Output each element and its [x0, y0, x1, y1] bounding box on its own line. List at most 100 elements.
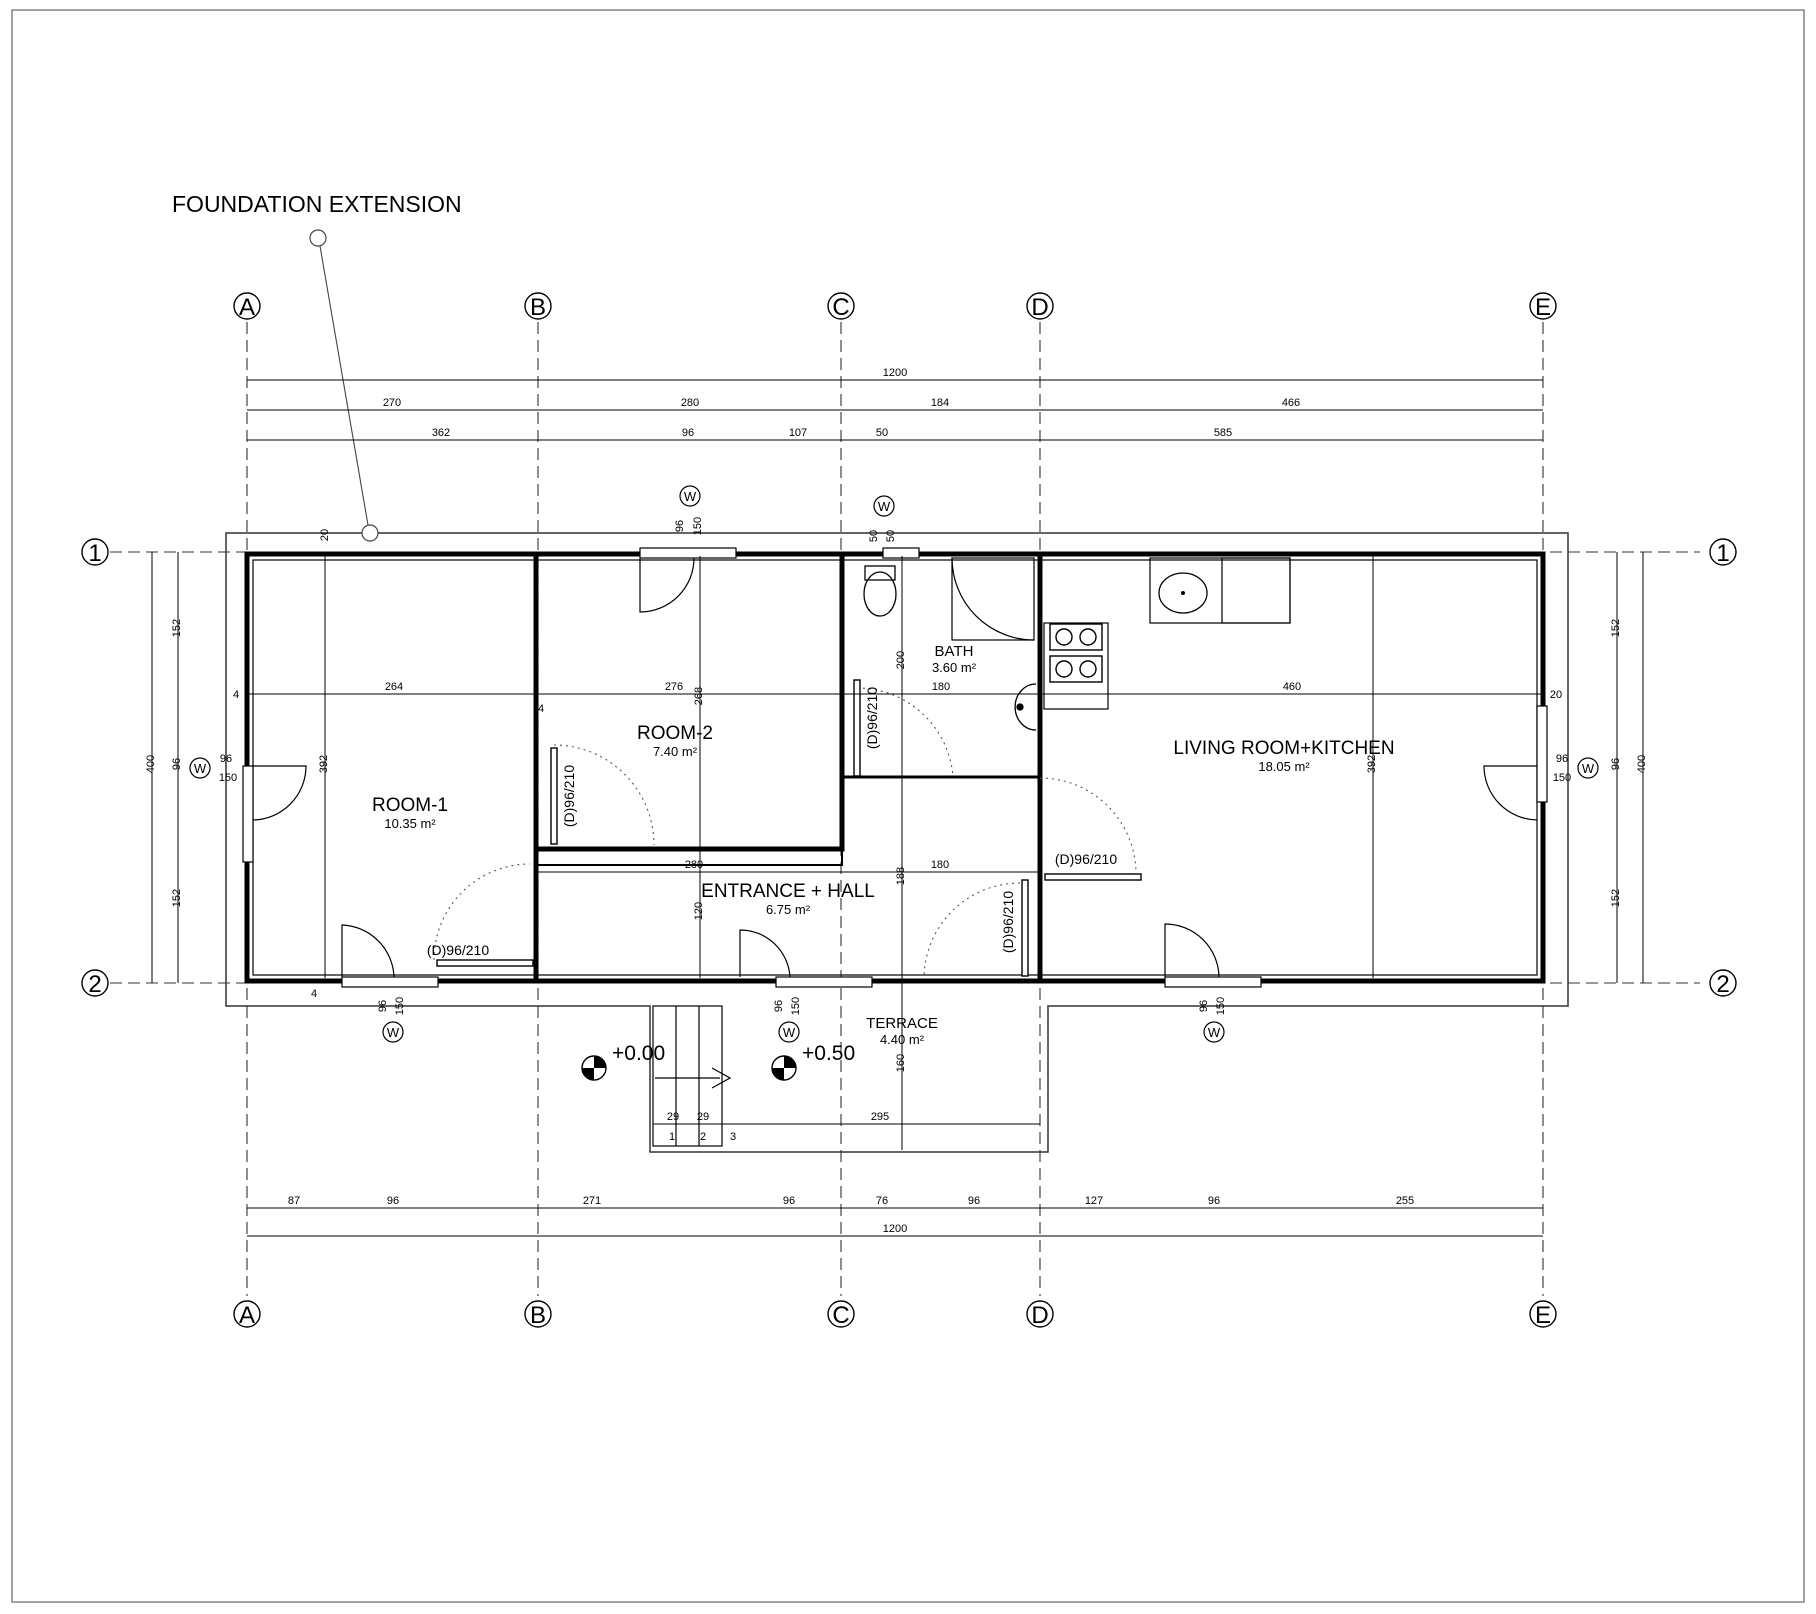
dim-right-total: 400 [1636, 755, 1648, 773]
dim-bottom-9: 255 [1396, 1195, 1414, 1207]
dim-top-detail-3: 107 [789, 427, 807, 439]
living-name: LIVING ROOM+KITCHEN [1173, 738, 1394, 759]
door-label-bath: (D)96/210 [864, 687, 880, 749]
svg-text:D: D [1031, 294, 1048, 321]
dim-top-axis-ab: 270 [383, 397, 401, 409]
svg-text:W: W [1582, 761, 1595, 776]
svg-text:96: 96 [773, 1000, 785, 1012]
svg-text:W: W [1208, 1025, 1221, 1040]
step-3: 3 [730, 1131, 736, 1143]
dim-right-part-1: 152 [1610, 619, 1622, 637]
door-swings [252, 557, 1538, 978]
foundation-leader-start [309, 229, 327, 247]
hall-area: 6.75 m² [766, 902, 811, 917]
window-tag-top: W 96 150 [674, 485, 704, 535]
svg-text:150: 150 [1215, 997, 1227, 1015]
axis-e-top-bubble: E [1529, 292, 1557, 321]
window-openings [242, 547, 1548, 988]
svg-text:96: 96 [674, 520, 686, 532]
door-label-hall: (D)96/210 [1000, 891, 1016, 953]
svg-text:B: B [530, 1302, 546, 1329]
svg-text:150: 150 [692, 517, 704, 535]
svg-text:50: 50 [885, 530, 897, 542]
dim-top-detail-2: 96 [682, 427, 694, 439]
side-dimension-lines [151, 552, 1644, 983]
dim-hall-height: 120 [693, 902, 705, 920]
svg-text:W: W [783, 1025, 796, 1040]
svg-text:A: A [239, 1302, 255, 1329]
axis-1-left-bubble: 1 [81, 538, 109, 567]
sink [1158, 572, 1208, 614]
dim-top-detail-4: 50 [876, 427, 888, 439]
toilet [863, 565, 897, 617]
dim-top-axis-de: 466 [1282, 397, 1300, 409]
dim-bottom-total: 1200 [883, 1223, 907, 1235]
dim-wall-left: 4 [233, 689, 239, 701]
dim-stair-run: 295 [871, 1111, 889, 1123]
dim-hall-right: 180 [931, 859, 949, 871]
svg-text:A: A [239, 294, 255, 321]
dim-top-detail-1: 362 [432, 427, 450, 439]
dim-bottom-8: 96 [1208, 1195, 1220, 1207]
dim-bottom-5: 76 [876, 1195, 888, 1207]
svg-text:+0.00: +0.00 [612, 1042, 665, 1065]
dim-wall-top: 20 [319, 529, 331, 541]
svg-text:96: 96 [1556, 753, 1568, 765]
svg-text:96: 96 [220, 753, 232, 765]
dim-living-height: 392 [1366, 755, 1378, 773]
dim-bottom-7: 127 [1085, 1195, 1103, 1207]
level-marker-050: +0.50 [771, 1042, 855, 1081]
dim-right-part-2: 96 [1610, 758, 1622, 770]
door-leaves [436, 679, 1142, 977]
foundation-note: FOUNDATION EXTENSION [172, 191, 462, 217]
step-2: 2 [700, 1131, 706, 1143]
dim-wall-right: 20 [1550, 689, 1562, 701]
dim-stair-1: 29 [667, 1111, 679, 1123]
svg-text:W: W [194, 761, 207, 776]
interior-dimension-lines [247, 556, 1543, 1150]
svg-text:D: D [1031, 1302, 1048, 1329]
bath-name: BATH [935, 643, 974, 660]
svg-text:C: C [832, 294, 849, 321]
room-2-name: ROOM-2 [637, 723, 713, 744]
foundation-outline [225, 532, 1569, 1153]
living-area: 18.05 m² [1258, 759, 1310, 774]
door-label-room1: (D)96/210 [427, 942, 489, 958]
dim-bottom-6: 96 [968, 1195, 980, 1207]
axis-1-right-bubble: 1 [1709, 538, 1737, 567]
dim-wall-bottom: 4 [311, 988, 317, 1000]
walls [244, 551, 1546, 984]
axis-d-bottom-bubble: D [1026, 1300, 1054, 1329]
dim-room2-height: 268 [693, 687, 705, 705]
shower [951, 557, 1035, 641]
dim-living-width: 460 [1283, 681, 1301, 693]
svg-text:E: E [1535, 294, 1551, 321]
washbasin [1014, 683, 1037, 731]
room-2-area: 7.40 m² [653, 744, 698, 759]
axis-a-top-bubble: A [233, 292, 261, 321]
door-label-room2: (D)96/210 [561, 765, 577, 827]
dim-top-total: 1200 [883, 367, 907, 379]
dim-bath-width: 180 [932, 681, 950, 693]
dim-left-part-2: 96 [171, 758, 183, 770]
axis-2-left-bubble: 2 [81, 969, 109, 998]
svg-text:96: 96 [1198, 1000, 1210, 1012]
window-tag-bottom-living: W 96 150 [1198, 997, 1227, 1043]
svg-text:W: W [878, 499, 891, 514]
svg-text:C: C [832, 1302, 849, 1329]
dim-bottom-2: 96 [387, 1195, 399, 1207]
window-tag-bottom-hall: W 96 150 [773, 997, 802, 1043]
room-1-name: ROOM-1 [372, 795, 448, 816]
axis-grid [110, 322, 1700, 1296]
dim-bottom-4: 96 [783, 1195, 795, 1207]
dim-stair-2: 29 [697, 1111, 709, 1123]
stairs [652, 1005, 732, 1147]
svg-text:+0.50: +0.50 [802, 1042, 855, 1065]
axis-a-bottom-bubble: A [233, 1300, 261, 1329]
dim-top-axis-bc: 280 [681, 397, 699, 409]
dim-terrace-height: 160 [895, 1054, 907, 1072]
level-marker-0: +0.00 [581, 1042, 665, 1081]
svg-text:150: 150 [394, 997, 406, 1015]
svg-text:W: W [387, 1025, 400, 1040]
